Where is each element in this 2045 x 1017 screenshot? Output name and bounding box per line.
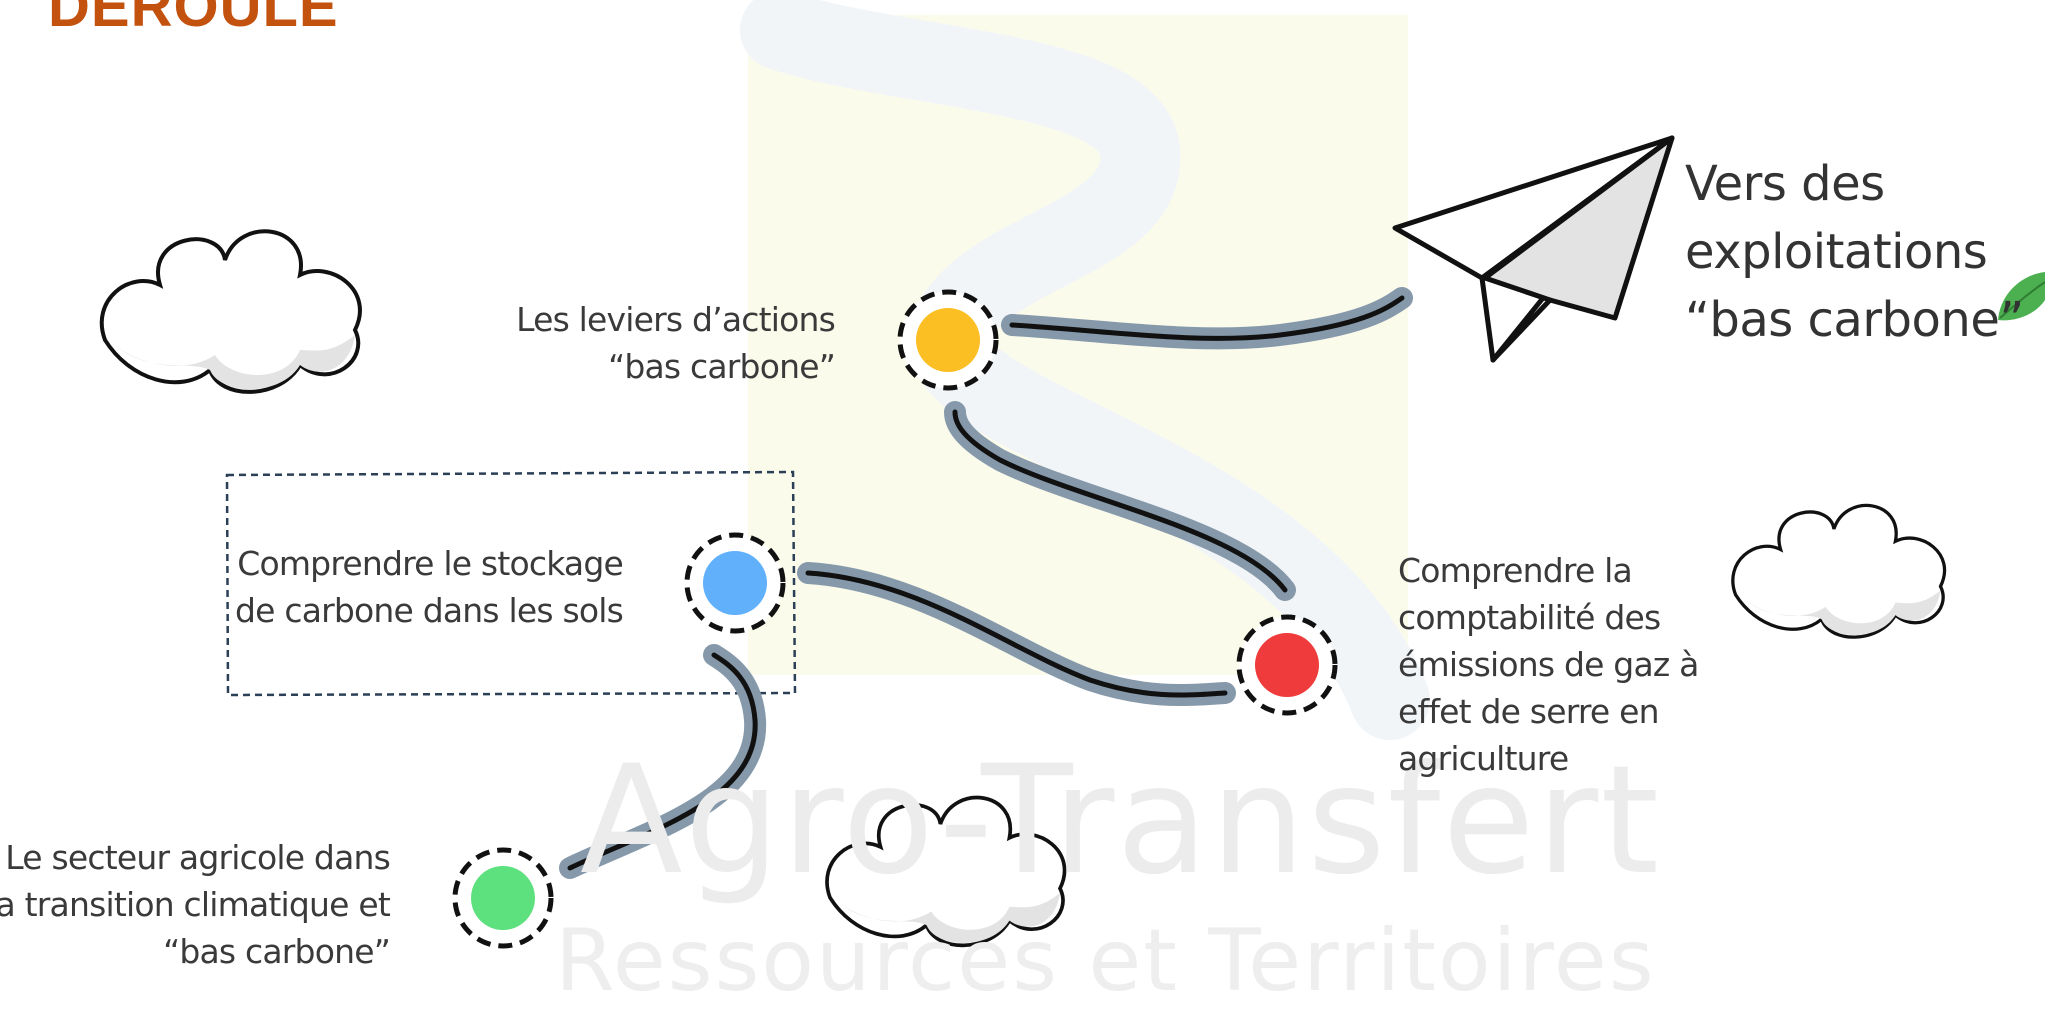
destination-label-line: Vers des xyxy=(1685,156,1885,212)
step-2-label-line: Comprendre le stockage xyxy=(237,544,624,583)
step-3-label-line: Comprendre la xyxy=(1398,551,1633,590)
step-3-label-line: émissions de gaz à xyxy=(1398,645,1699,684)
step-1-label: Le secteur agricole dans la transition c… xyxy=(0,834,391,975)
connector-step3-step4 xyxy=(944,401,1296,601)
connector-step1-step2 xyxy=(559,644,767,879)
connector-step4-destination xyxy=(1001,287,1413,350)
cloud-icon xyxy=(825,795,1067,948)
step-3-label-line: agriculture xyxy=(1398,739,1569,778)
step-3-label: Comprendre la comptabilité des émissions… xyxy=(1398,547,1699,782)
step-3-label-line: comptabilité des xyxy=(1398,598,1661,637)
destination-label-line: “bas carbone” xyxy=(1685,292,2024,348)
destination-label-line: exploitations xyxy=(1685,224,1988,280)
winding-road xyxy=(740,0,1430,740)
paper-plane-icon xyxy=(1392,135,1675,363)
step-1-label-line: “bas carbone” xyxy=(163,932,391,971)
step-1-label-line: la transition climatique et xyxy=(0,885,391,924)
milestone-dot-step-2 xyxy=(684,532,786,634)
watermark-tagline: Ressources et Territoires xyxy=(555,911,1656,1011)
step-2-highlight-box xyxy=(225,470,797,697)
step-2-label: Comprendre le stockage de carbone dans l… xyxy=(235,540,624,634)
milestone-dot-step-3 xyxy=(1236,614,1338,716)
step-2-label-line: de carbone dans les sols xyxy=(235,591,624,630)
destination-label: Vers des exploitations “bas carbone” xyxy=(1685,150,2024,354)
connector-step2-step3 xyxy=(797,562,1236,707)
milestone-dot-step-1 xyxy=(452,847,554,949)
slide-title: DÉROULÉ xyxy=(48,0,339,39)
cloud-icon xyxy=(99,229,362,394)
step-1-label-line: Le secteur agricole dans xyxy=(5,838,391,877)
step-4-label: Les leviers d’actions “bas carbone” xyxy=(516,296,836,390)
watermark-logo-text: Agro-Transfert xyxy=(580,734,1662,908)
step-4-label-line: “bas carbone” xyxy=(608,347,836,386)
step-4-label-line: Les leviers d’actions xyxy=(516,300,836,339)
milestone-dot-step-4 xyxy=(897,289,999,391)
step-3-label-line: effet de serre en xyxy=(1398,692,1660,731)
cloud-icon xyxy=(1731,503,1947,639)
leaf-icon xyxy=(1998,272,2045,321)
